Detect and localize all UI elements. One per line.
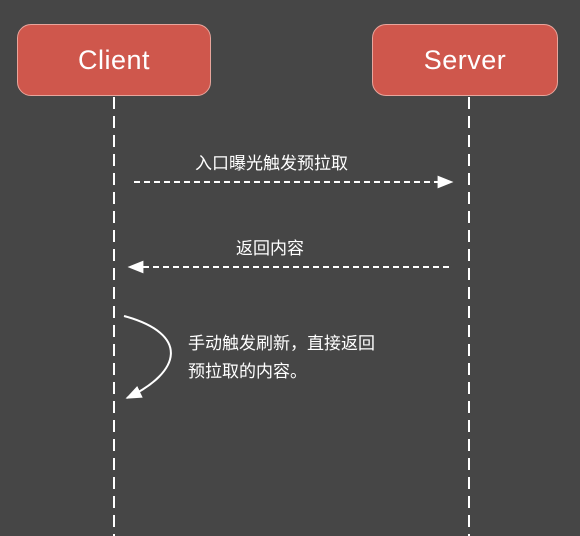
client-actor-box: Client: [17, 24, 211, 96]
self-refresh-note-line1: 手动触发刷新，直接返回: [188, 334, 375, 354]
server-actor-box: Server: [372, 24, 558, 96]
prefetch-message-label: 入口曝光触发预拉取: [195, 154, 348, 174]
return-message-label: 返回内容: [236, 239, 304, 259]
client-actor-label: Client: [77, 44, 151, 75]
self-refresh-arrow: [123, 315, 172, 399]
self-refresh-note-line2: 预拉取的内容。: [188, 362, 307, 382]
self-refresh-note: 手动触发刷新，直接返回 预拉取的内容。: [188, 330, 448, 386]
server-actor-label: Server: [423, 44, 507, 75]
